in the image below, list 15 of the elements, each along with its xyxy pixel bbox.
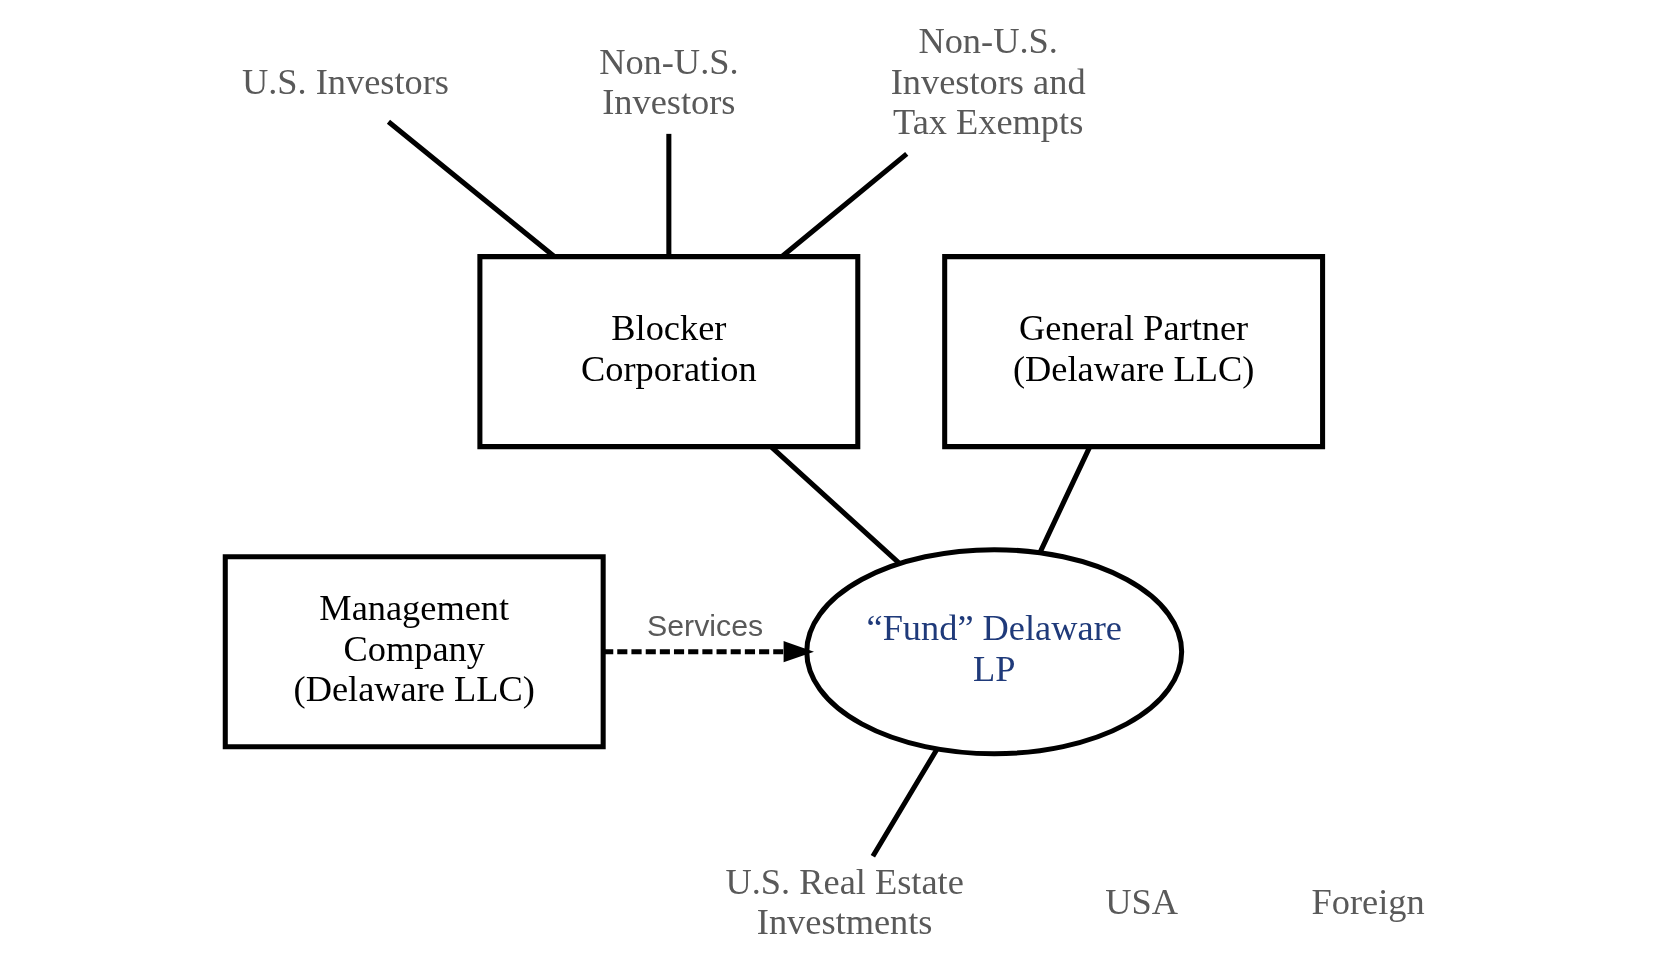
node-box: Blocker Corporation bbox=[477, 254, 861, 450]
connector bbox=[870, 748, 939, 858]
label: USA bbox=[1105, 882, 1179, 923]
node-text: Non-U.S. Investors bbox=[599, 41, 739, 122]
node-text: U.S. Real Estate Investments bbox=[725, 862, 964, 943]
connector bbox=[1037, 446, 1092, 554]
node-ellipse: “Fund” Delaware LP bbox=[804, 547, 1185, 757]
connector bbox=[666, 133, 672, 257]
arrow bbox=[603, 641, 814, 663]
node-text: Non-U.S. Investors and Tax Exempts bbox=[890, 21, 1086, 143]
node-box: General Partner (Delaware LLC) bbox=[942, 254, 1326, 450]
edge-label: Services bbox=[647, 608, 764, 642]
node-box: Management Company (Delaware LLC) bbox=[222, 554, 606, 750]
node-text: U.S. Investors bbox=[241, 61, 450, 102]
label: Foreign bbox=[1311, 882, 1425, 923]
